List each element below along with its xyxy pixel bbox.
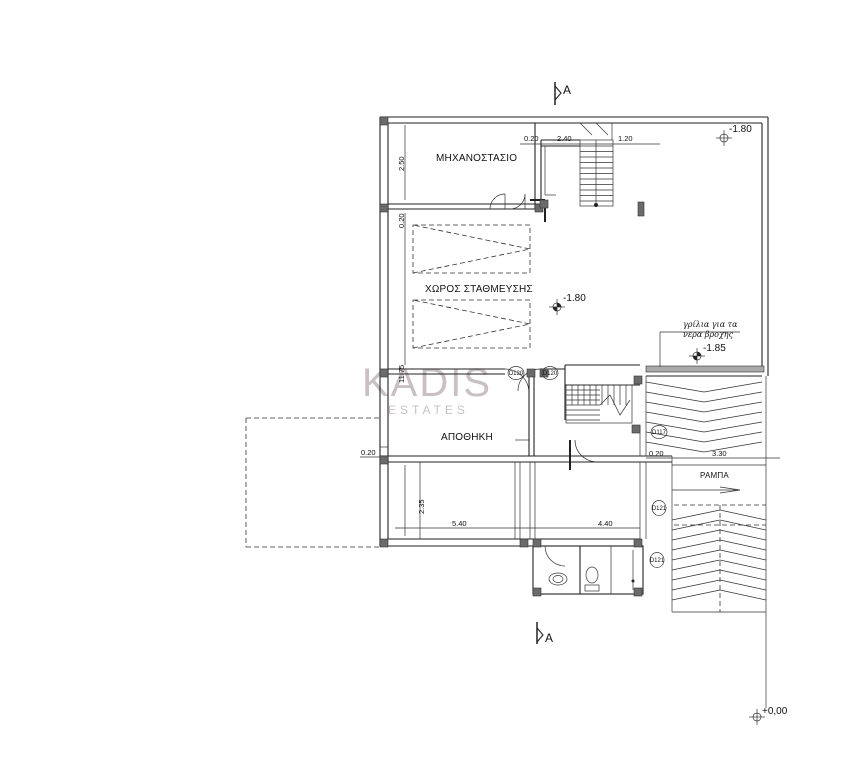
door-tag: D121 <box>651 500 667 516</box>
room-label-ramp: ΡΑΜΠΑ <box>700 471 729 480</box>
level-drain: -1.85 <box>703 343 726 354</box>
door-tag-text: D120 <box>543 371 558 377</box>
note-drain-line2: νερα βροχης <box>683 330 734 339</box>
note-drain-line1: γρίλια για τα <box>683 320 738 329</box>
dim-0-20-right: 0.20 <box>649 449 664 458</box>
column <box>532 587 542 597</box>
column <box>379 116 389 126</box>
column <box>539 199 549 209</box>
dim-0-20-vertical: 0.20 <box>397 213 406 228</box>
level-marker-parking: -1.80 <box>549 293 586 315</box>
column <box>519 538 529 548</box>
ramp <box>645 369 767 613</box>
section-label-top: A <box>563 83 571 97</box>
column <box>633 375 643 385</box>
level-marker-drain: -1.85 <box>689 343 726 364</box>
parking-spaces <box>412 224 531 349</box>
column <box>633 587 643 597</box>
column <box>379 203 389 213</box>
door-tag-text: D120 <box>509 371 524 377</box>
dim-0-20-top: 0.20 <box>524 134 539 143</box>
dim-4-40: 4.40 <box>598 519 613 528</box>
dim-3-30: 3.30 <box>712 449 727 458</box>
dim-1-20: 1.20 <box>618 134 633 143</box>
rain-grate <box>645 331 765 373</box>
column <box>379 538 389 548</box>
upper-stair <box>579 122 614 207</box>
section-label-bottom: A <box>545 631 553 645</box>
dim-2-35: 2.35 <box>417 499 426 514</box>
column <box>379 368 389 378</box>
section-mark-top: A <box>554 82 571 105</box>
lower-stair <box>565 384 633 424</box>
section-mark-bottom: A <box>536 622 553 645</box>
column <box>633 538 643 548</box>
outside-zone <box>245 417 766 612</box>
door-tag: D117 <box>650 425 668 439</box>
door-tag: D120 <box>507 366 525 380</box>
dim-2-40: 2.40 <box>557 134 572 143</box>
door-tag-text: D121 <box>652 506 667 512</box>
columns <box>379 116 643 597</box>
plant-room-walls <box>388 123 580 222</box>
room-label-parking: ΧΩΡΟΣ ΣΤΑΘΜΕΥΣΗΣ <box>425 284 533 295</box>
door-tag-text: D121 <box>650 558 665 564</box>
watermark: KADIS ESTATES <box>362 361 492 417</box>
watermark-sub: ESTATES <box>388 403 469 417</box>
watermark-brand: KADIS <box>362 361 492 405</box>
room-label-plant-room: ΜΗΧΑΝΟΣΤΑΣΙΟ <box>436 153 517 164</box>
door-tag: D121 <box>649 552 665 568</box>
level-marker-street: +0,00 <box>749 612 788 725</box>
column-free <box>637 201 645 217</box>
dim-11-75: 11.75 <box>397 365 406 383</box>
dim-5-40: 5.40 <box>452 519 467 528</box>
level-top-right: -1.80 <box>729 124 752 135</box>
door-tag: D120 <box>541 366 559 380</box>
level-marker-top-right: -1.80 <box>716 124 752 146</box>
dim-2-50: 2.50 <box>397 156 406 171</box>
column <box>532 538 542 548</box>
level-parking: -1.80 <box>563 293 586 304</box>
column <box>526 368 536 378</box>
door-tag-text: D117 <box>652 430 667 436</box>
room-label-storage: ΑΠΟΘΗΚΗ <box>441 432 493 443</box>
bathroom <box>532 545 644 595</box>
column <box>631 424 641 434</box>
dimension-lines <box>360 125 780 536</box>
column <box>379 455 389 465</box>
level-street: +0,00 <box>762 706 788 717</box>
dim-0-20-left: 0.20 <box>361 448 376 457</box>
